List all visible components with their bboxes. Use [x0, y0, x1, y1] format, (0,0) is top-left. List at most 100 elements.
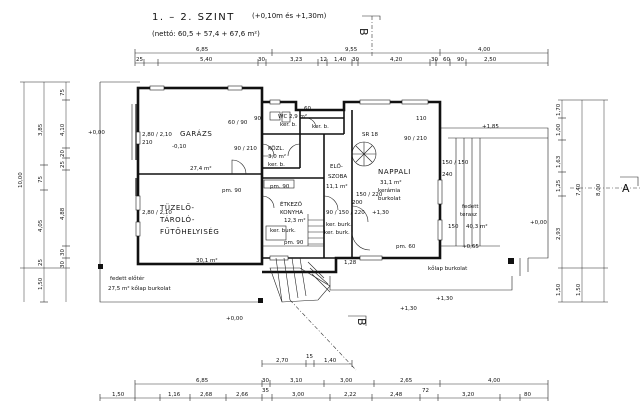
svg-text:ker. b.: ker. b.	[280, 122, 297, 128]
svg-text:1,50: 1,50	[556, 283, 562, 296]
svg-text:3,23: 3,23	[290, 57, 303, 63]
entrance-stairs	[269, 257, 331, 303]
svg-text:4,20: 4,20	[390, 57, 403, 63]
svg-text:25: 25	[136, 57, 143, 63]
net-area-note: (nettó: 60,5 + 57,4 + 67,6 m²)	[152, 30, 260, 38]
svg-text:12: 12	[320, 57, 327, 63]
svg-text:+0,65: +0,65	[462, 244, 479, 250]
dimension-right: 8,00 7,40 1,50 1,70 1,00 1,63 1,25 2,93 …	[556, 99, 608, 303]
svg-text:NAPPALI: NAPPALI	[378, 168, 411, 176]
room-terrace: fedett terasz 40,3 m² kőlap burkolat	[428, 204, 488, 272]
svg-text:30: 30	[262, 378, 269, 384]
svg-text:pm. 60: pm. 60	[396, 244, 416, 250]
svg-text:75: 75	[38, 176, 44, 183]
svg-text:150: 150	[448, 224, 459, 230]
svg-text:8,00: 8,00	[596, 183, 602, 196]
svg-text:B: B	[357, 28, 370, 36]
svg-text:ker. burk.: ker. burk.	[324, 230, 350, 236]
svg-text:1,28: 1,28	[344, 260, 357, 266]
svg-text:15: 15	[306, 354, 313, 360]
svg-text:+0,00: +0,00	[88, 130, 105, 136]
svg-text:3,0 m²: 3,0 m²	[268, 153, 286, 160]
room-garage: GARÁZS 27,4 m²	[180, 129, 212, 172]
svg-text:27,5 m² kőlap burkolat: 27,5 m² kőlap burkolat	[108, 285, 171, 292]
svg-text:12,3 m²: 12,3 m²	[284, 217, 306, 224]
svg-text:ker. burk.: ker. burk.	[326, 222, 352, 228]
svg-text:60: 60	[443, 57, 450, 63]
svg-text:25: 25	[60, 161, 66, 168]
svg-text:110: 110	[416, 116, 427, 122]
svg-text:KONYHA: KONYHA	[280, 210, 303, 216]
svg-text:B: B	[355, 318, 368, 326]
svg-text:1,40: 1,40	[334, 57, 347, 63]
svg-text:4,00: 4,00	[478, 47, 491, 53]
kitchen-stairs	[307, 214, 324, 246]
svg-text:fedett előtér: fedett előtér	[110, 275, 145, 282]
svg-text:75: 75	[60, 89, 66, 96]
svg-text:150 / 220: 150 / 220	[356, 192, 383, 198]
garage-door	[131, 104, 137, 196]
svg-text:1,50: 1,50	[576, 283, 582, 296]
svg-text:6,85: 6,85	[196, 47, 209, 53]
annotations: SR 18 pm. 90 pm. 60 pm. 90 90 / 150 / 22…	[142, 106, 469, 250]
svg-text:+1,85: +1,85	[482, 124, 499, 130]
svg-text:1,63: 1,63	[556, 155, 562, 168]
svg-text:90: 90	[254, 116, 261, 122]
svg-text:ELŐ-: ELŐ-	[330, 163, 343, 170]
svg-text:9,55: 9,55	[345, 47, 358, 53]
svg-text:30: 30	[431, 57, 438, 63]
svg-text:60 / 90: 60 / 90	[228, 120, 248, 126]
svg-text:+1,30: +1,30	[372, 210, 389, 216]
svg-text:fedett: fedett	[462, 204, 479, 210]
svg-text:ker. burk.: ker. burk.	[270, 228, 296, 234]
svg-text:4,10: 4,10	[60, 123, 66, 136]
room-kitchen: ÉTKEZŐ KONYHA 12,3 m² ker. burk.	[270, 200, 306, 234]
svg-text:30: 30	[352, 57, 359, 63]
svg-text:-0,10: -0,10	[172, 144, 187, 150]
svg-text:200: 200	[352, 200, 363, 206]
svg-text:3,20: 3,20	[462, 392, 475, 398]
svg-text:3,00: 3,00	[292, 392, 305, 398]
svg-text:240: 240	[442, 172, 453, 178]
svg-text:pm. 90: pm. 90	[284, 240, 304, 246]
svg-text:60: 60	[304, 106, 311, 112]
svg-text:pm. 90: pm. 90	[270, 184, 290, 190]
svg-text:10,00: 10,00	[18, 172, 24, 188]
dimension-bottom: 2,70 15 1,40 6,85 30 3,10 3,00 2,65 4,00…	[99, 354, 549, 401]
svg-text:4,00: 4,00	[488, 378, 501, 384]
svg-text:2,66: 2,66	[236, 392, 249, 398]
sink-counter	[263, 111, 295, 241]
svg-text:ker. b.: ker. b.	[268, 162, 285, 168]
room-hall: ELŐ- SZOBA 11,1 m²	[326, 163, 348, 190]
svg-text:pm. 90: pm. 90	[222, 188, 242, 194]
svg-text:1,00: 1,00	[556, 123, 562, 136]
svg-text:kőlap burkolat: kőlap burkolat	[428, 266, 468, 272]
svg-text:7,40: 7,40	[576, 183, 582, 196]
svg-text:2,80 / 2,10: 2,80 / 2,10	[142, 210, 172, 216]
svg-text:11,1 m²: 11,1 m²	[326, 183, 348, 190]
svg-text:2,80 / 2,10: 2,80 / 2,10	[142, 132, 172, 138]
svg-text:150 / 150: 150 / 150	[442, 160, 469, 166]
svg-text:terasz: terasz	[460, 212, 477, 218]
svg-text:2,48: 2,48	[390, 392, 403, 398]
door-swings	[231, 117, 371, 251]
svg-text:90 / 210: 90 / 210	[404, 136, 427, 142]
svg-text:80: 80	[524, 392, 531, 398]
section-marker-a: A	[570, 176, 640, 195]
room-corridor: KÖZL. 3,0 m² ker. b.	[268, 145, 286, 168]
svg-text:+0,00: +0,00	[530, 220, 547, 226]
svg-text:burkolat: burkolat	[378, 196, 401, 202]
svg-text:1,40: 1,40	[324, 358, 337, 364]
svg-text:40,3 m²: 40,3 m²	[466, 223, 488, 230]
svg-text:2,50: 2,50	[484, 57, 497, 63]
svg-text:1,50: 1,50	[38, 277, 44, 290]
spiral-stair	[351, 141, 377, 167]
room-living: NAPPALI 31,1 m² kerámia burkolat	[378, 168, 411, 202]
svg-text:2,93: 2,93	[556, 227, 562, 240]
svg-text:1,16: 1,16	[168, 392, 181, 398]
svg-text:210: 210	[142, 140, 153, 146]
svg-text:6,85: 6,85	[196, 378, 209, 384]
svg-text:3,85: 3,85	[38, 123, 44, 136]
room-wc: WC 2,9 m² ker. b.	[278, 113, 329, 130]
